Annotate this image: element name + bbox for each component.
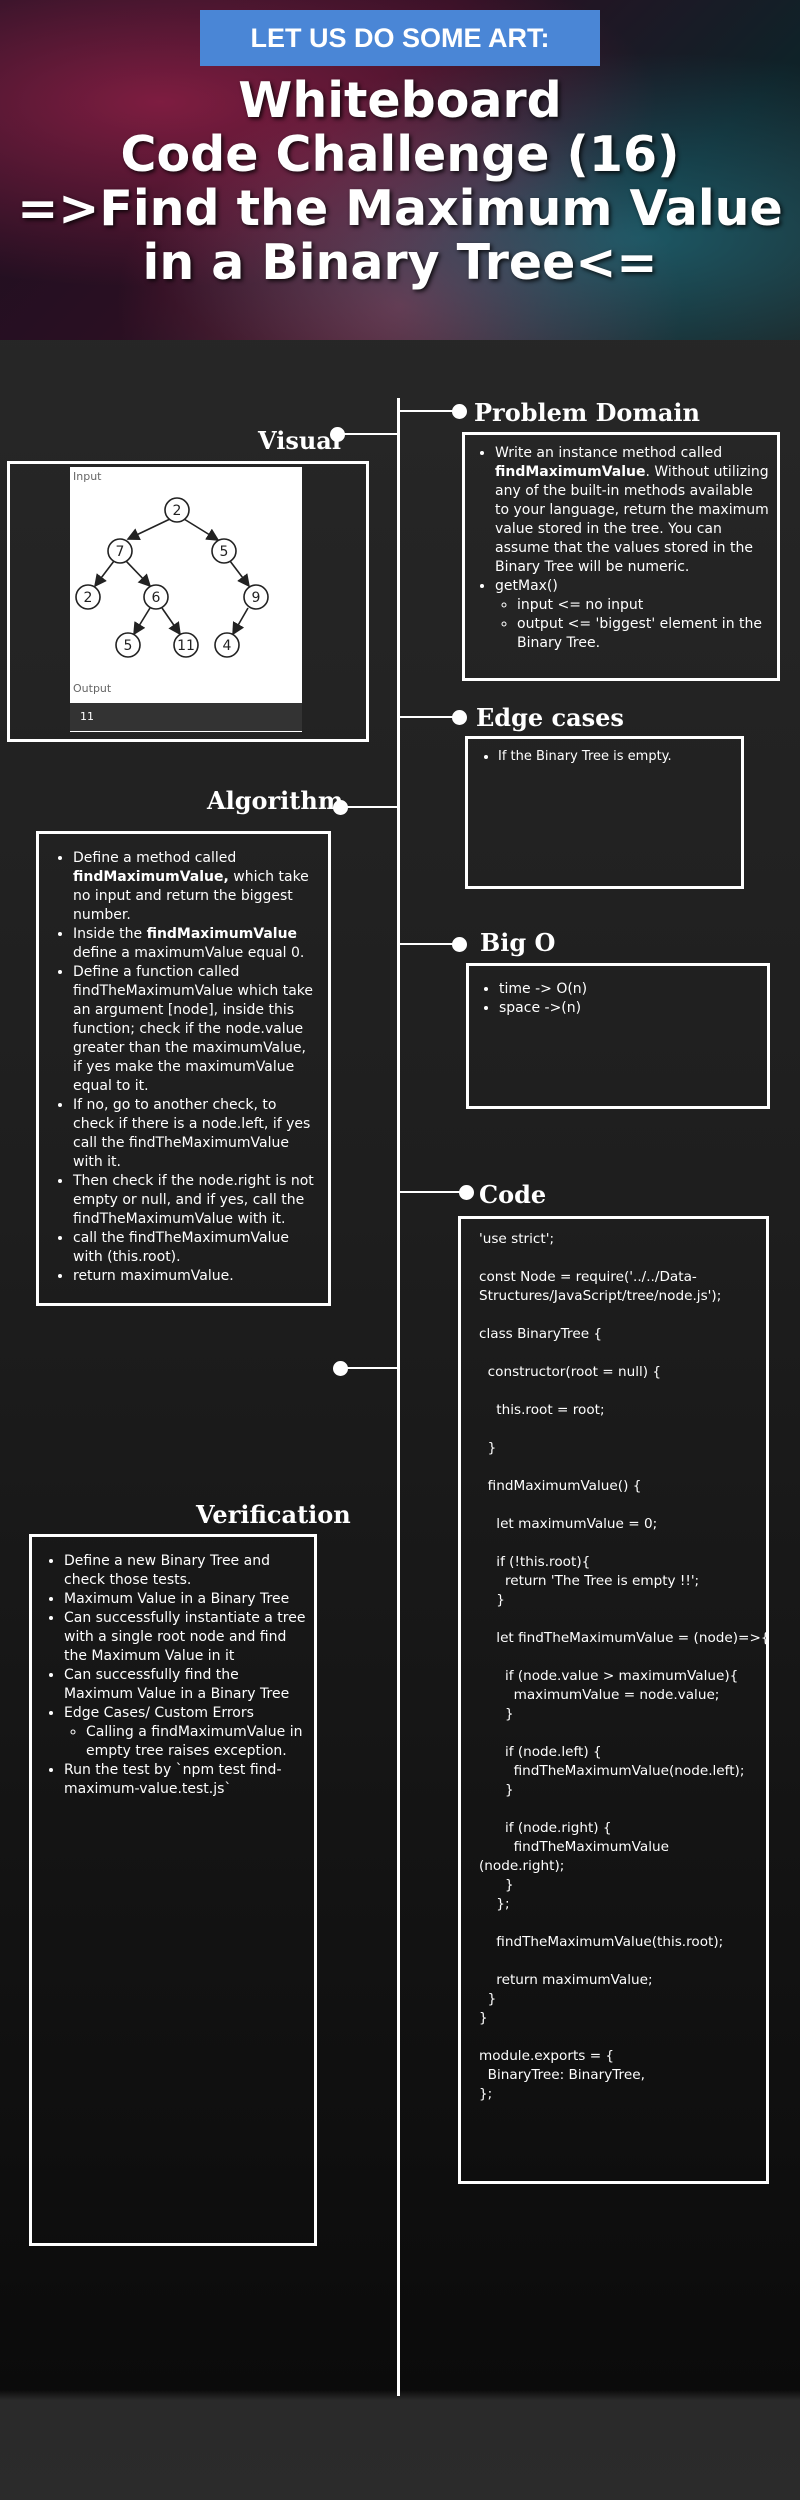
algorithm-step: Define a function called findTheMaximumV… xyxy=(73,963,318,1096)
tree-node-label: 6 xyxy=(152,590,161,606)
timeline-dot-big-o xyxy=(452,937,467,952)
algorithm-step: return maximumValue. xyxy=(73,1267,318,1286)
title-line-3: =>Find the Maximum Value xyxy=(17,180,783,237)
algorithm-step: Inside the findMaximumValue define a max… xyxy=(73,925,318,963)
timeline-dot-algorithm xyxy=(333,800,348,815)
big-o-list: time -> O(n) space ->(n) xyxy=(471,980,761,1018)
tree-node-circle xyxy=(75,584,101,610)
connector-visual xyxy=(337,433,399,435)
code-box xyxy=(458,1216,769,2184)
edge-9-4 xyxy=(232,607,249,636)
verification-item: Can successfully find the Maximum Value … xyxy=(64,1666,306,1704)
timeline-dot-visual xyxy=(330,427,345,442)
connector-big-o xyxy=(399,943,455,945)
output-label: Output xyxy=(73,682,112,695)
verification-item: Run the test by `npm test find-maximum-v… xyxy=(64,1761,306,1799)
heading-problem-domain: Problem Domain xyxy=(474,398,700,427)
tree-node-label: 9 xyxy=(252,590,261,606)
verification-item: Define a new Binary Tree and check those… xyxy=(64,1552,306,1590)
page-title: Whiteboard Code Challenge (16) =>Find th… xyxy=(0,74,800,290)
heading-edge-cases: Edge cases xyxy=(476,703,624,732)
edge-6-5 xyxy=(133,607,151,636)
edge-6-11 xyxy=(161,607,181,636)
code-block: 'use strict'; const Node = require('../.… xyxy=(479,1231,770,2102)
problem-domain-subitem: input <= no input xyxy=(517,596,771,615)
problem-domain-list: Write an instance method called findMaxi… xyxy=(467,444,771,653)
title-line-1: Whiteboard xyxy=(238,72,562,129)
problem-domain-item: getMax() input <= no input output <= 'bi… xyxy=(495,577,771,653)
verification-box: Define a new Binary Tree and check those… xyxy=(29,1534,317,2246)
edge-cases-box: If the Binary Tree is empty. xyxy=(465,736,744,889)
heading-big-o: Big O xyxy=(480,928,556,957)
tree-node-label: 2 xyxy=(173,503,182,519)
verification-item: Maximum Value in a Binary Tree xyxy=(64,1590,306,1609)
algorithm-step: If no, go to another check, to check if … xyxy=(73,1096,318,1172)
heading-algorithm: Algorithm xyxy=(207,786,344,815)
problem-domain-item: Write an instance method called findMaxi… xyxy=(495,444,771,577)
timeline-dot-problem-domain xyxy=(452,404,467,419)
tree-node-circle xyxy=(243,584,269,610)
heading-visual: Visual xyxy=(258,426,341,455)
edge-7-6 xyxy=(125,560,152,588)
tree-diagram-panel: Input 2 xyxy=(70,467,302,732)
tree-node-label: 7 xyxy=(116,544,125,560)
connector-verification xyxy=(340,1367,399,1369)
timeline-dot-edge-cases xyxy=(452,710,467,725)
tree-node-label: 4 xyxy=(223,638,232,654)
algorithm-box: Define a method called findMaximumValue,… xyxy=(36,831,331,1306)
tree-node-label: 5 xyxy=(220,544,229,560)
title-line-2: Code Challenge (16) xyxy=(120,126,680,183)
timeline-dot-verification xyxy=(333,1361,348,1376)
timeline-dot-code xyxy=(459,1185,474,1200)
hero-banner-image: LET US DO SOME ART: Whiteboard Code Chal… xyxy=(0,0,800,340)
big-o-time: time -> O(n) xyxy=(499,980,761,999)
verification-item: Edge Cases/ Custom Errors Calling a find… xyxy=(64,1704,306,1761)
connector-problem-domain xyxy=(399,410,455,412)
edge-7-2 xyxy=(94,560,115,588)
algorithm-step: Define a method called findMaximumValue,… xyxy=(73,849,318,925)
edge-5-9 xyxy=(229,560,250,588)
edge-2-7 xyxy=(126,518,171,540)
algorithm-step: call the findTheMaximumValue with (this.… xyxy=(73,1229,318,1267)
visual-box xyxy=(7,461,369,742)
connector-algorithm xyxy=(340,806,399,808)
timeline-axis xyxy=(397,398,400,2396)
tree-node-label: 2 xyxy=(84,590,93,606)
tree-node-circle xyxy=(143,584,169,610)
connector-edge-cases xyxy=(399,716,455,718)
output-value-bar: 11 xyxy=(70,703,302,731)
tree-node-circle xyxy=(214,632,240,658)
tree-node-circle xyxy=(164,497,190,523)
tree-node-circle xyxy=(173,632,199,658)
algorithm-list: Define a method called findMaximumValue,… xyxy=(45,849,318,1286)
edge-case-item: If the Binary Tree is empty. xyxy=(498,747,735,766)
tree-node-circle xyxy=(211,538,237,564)
tree-node-circle xyxy=(107,538,133,564)
binary-tree-diagram: 2 7 5 2 6 9 5 11 4 xyxy=(75,497,269,658)
verification-list: Define a new Binary Tree and check those… xyxy=(36,1552,306,1799)
tree-node-label: 11 xyxy=(177,638,195,654)
input-label: Input xyxy=(73,470,102,483)
tree-node-label: 5 xyxy=(124,638,133,654)
problem-domain-subitem: output <= 'biggest' element in the Binar… xyxy=(517,615,771,653)
heading-code: Code xyxy=(479,1180,547,1209)
edge-cases-list: If the Binary Tree is empty. xyxy=(470,747,735,766)
title-line-4: in a Binary Tree<= xyxy=(142,234,658,291)
banner-label: LET US DO SOME ART: xyxy=(200,10,600,66)
verification-item: Can successfully instantiate a tree with… xyxy=(64,1609,306,1666)
algorithm-step: Then check if the node.right is not empt… xyxy=(73,1172,318,1229)
connector-code xyxy=(399,1191,461,1193)
heading-verification: Verification xyxy=(196,1500,351,1529)
verification-subitem: Calling a findMaximumValue in empty tree… xyxy=(86,1723,306,1761)
tree-node-circle xyxy=(115,632,141,658)
big-o-box: time -> O(n) space ->(n) xyxy=(466,963,770,1109)
output-value: 11 xyxy=(80,710,94,723)
big-o-space: space ->(n) xyxy=(499,999,761,1018)
edge-2-5 xyxy=(183,518,220,541)
problem-domain-box: Write an instance method called findMaxi… xyxy=(462,432,780,681)
